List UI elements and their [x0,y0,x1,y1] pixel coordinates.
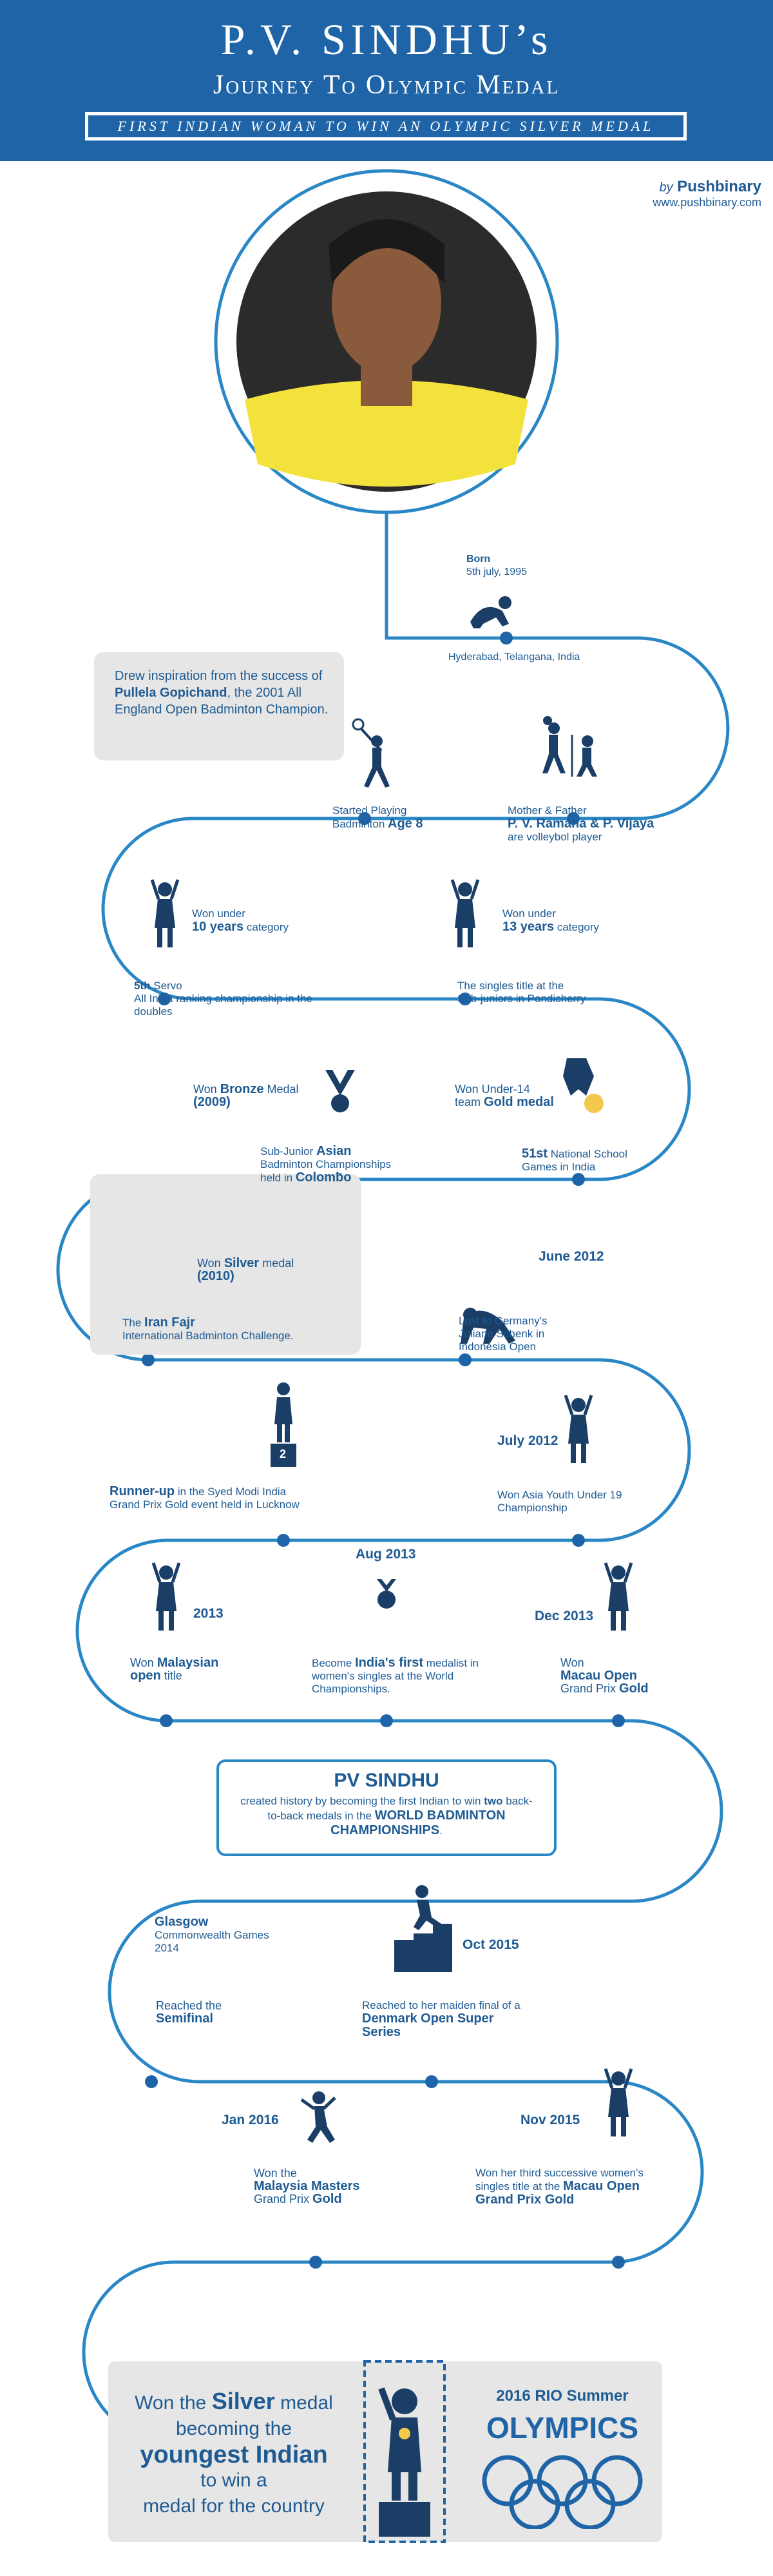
olympic-medalist-icon [363,2360,446,2543]
brand-url[interactable]: www.pushbinary.com [653,196,761,209]
defeated-player-icon [461,1308,515,1344]
subjunior-label: The singles title at the Sub-juniors in … [457,980,586,1005]
medal-winner-girl-icon-5 [604,1562,633,1631]
runner-up-podium-icon [271,1382,296,1467]
portrait-frame [214,169,559,514]
history-box: PV SINDHU created history by becoming th… [216,1759,557,1856]
medal-winner-girl-icon-4 [151,1562,181,1631]
runner-up-label: Runner-up in the Syed Modi India Grand P… [110,1484,300,1511]
brand-credit: by Pushbinary www.pushbinary.com [653,178,761,209]
asia-youth-label: Won Asia Youth Under 19 Championship [497,1489,622,1514]
olympic-rings-icon [482,2455,643,2529]
bronze-label: Won Bronze Medal(2009) [193,1082,299,1109]
olympics-label: OLYMPICS [486,2411,639,2445]
brand-by: by [659,180,673,195]
final-olympics-panel: Won the Silver medal becoming the younge… [108,2360,662,2543]
timeline-path [56,451,730,2445]
inspiration-box [94,652,344,760]
medal-winner-girl-icon-2 [450,879,480,947]
world-medal-icon [377,1579,396,1609]
rio-label: 2016 RIO Summer [496,2387,629,2405]
volleyball-players-icon [542,716,597,777]
first-medalist-label: Become India's first medalist in women's… [312,1656,479,1695]
third-title-label: Won her third successive women's singles… [475,2167,644,2207]
header-banner: P.V. SINDHU’s Journey To Olympic Medal F… [0,0,773,161]
silver-label: Won Silver medal(2010) [197,1256,294,1283]
silver-medal-box [90,1174,361,1355]
oct2015-label: Oct 2015 [463,1937,519,1952]
history-title: PV SINDHU [334,1770,439,1791]
medal-winner-girl-icon-6 [604,2068,633,2136]
final-text: Won the Silver medal becoming the younge… [135,2388,333,2517]
brand-name: Pushbinary [677,178,761,195]
page-title: P.V. SINDHU’s [220,15,553,64]
page-subtitle: Journey To Olympic Medal [213,70,560,100]
tagline-banner: FIRST INDIAN WOMAN TO WIN AN OLYMPIC SIL… [85,112,687,140]
climbing-podium-icon [394,1885,452,1972]
nov2015-label: Nov 2015 [520,2113,580,2127]
bronze-medal-icon [325,1070,355,1112]
lost-label: Lost to Germany's Juliane Schenk in Indo… [459,1315,548,1353]
aug2013-label: Aug 2013 [356,1547,416,1562]
denmark-label: Reached to her maiden final of a Denmark… [362,1999,520,2039]
medal-winner-girl-icon-3 [564,1395,593,1463]
history-text: created history by becoming the first In… [240,1795,533,1837]
crawling-baby-icon [470,596,511,628]
born-place-label: Hyderabad, Telangana, India [448,652,580,663]
july2012-label: July 2012 [497,1433,558,1448]
badminton-player-icon [352,718,390,788]
jumping-player-icon [300,2091,336,2143]
national-label: 51st National School Games in India [522,1147,627,1173]
gold-medal-icon [563,1058,604,1113]
dec2013-label: Dec 2013 [535,1609,594,1623]
jan2016-label: Jan 2016 [222,2113,279,2127]
june2012-label: June 2012 [539,1249,604,1264]
medal-winner-girl-icon-1 [150,879,180,947]
year2013-label: 2013 [193,1606,224,1621]
inspiration-text: Drew inspiration from the success of Pul… [115,669,329,717]
podium-number: 2 [280,1448,287,1460]
tagline-text: FIRST INDIAN WOMAN TO WIN AN OLYMPIC SIL… [88,115,683,137]
